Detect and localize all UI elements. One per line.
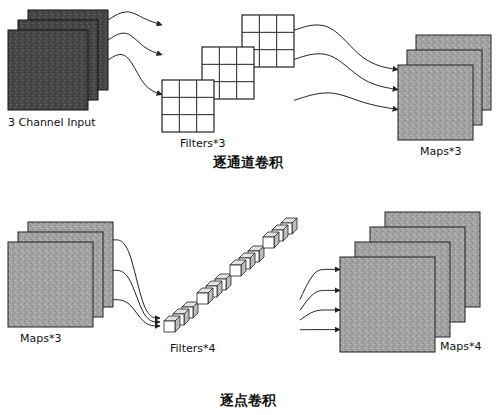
data-flow-arrow xyxy=(300,269,340,299)
data-flow-arrow xyxy=(113,270,160,322)
data-flow-arrow xyxy=(294,93,398,110)
filter-stack: Filters*3 xyxy=(162,15,294,132)
data-flow-arrow xyxy=(300,310,340,320)
group-label: Filters*3 xyxy=(180,137,225,150)
figure-caption: 逐通道卷积 xyxy=(213,154,283,171)
group-label: Filters*4 xyxy=(170,342,215,355)
group-label: Maps*4 xyxy=(440,340,481,353)
data-flow-arrow xyxy=(108,33,162,55)
feature-map xyxy=(340,257,435,352)
filter-1x1x3 xyxy=(197,274,231,304)
filter-3x3 xyxy=(162,80,214,132)
group-label: 3 Channel Input xyxy=(8,116,96,129)
feature-map xyxy=(8,242,93,327)
node-illustration xyxy=(398,35,491,140)
input-channel xyxy=(8,30,88,110)
data-flow-arrow xyxy=(108,55,162,95)
data-flow-arrow xyxy=(294,54,398,90)
node-illustration xyxy=(8,10,108,110)
data-flow-arrow xyxy=(108,12,162,25)
input-stack: 3 Channel Input xyxy=(8,10,108,110)
node-illustration xyxy=(8,222,113,327)
feature-map xyxy=(398,65,473,140)
data-flow-arrow xyxy=(300,329,340,330)
filter-1x1x3 xyxy=(263,218,297,248)
filter-1x1x3 xyxy=(230,246,264,276)
figure-caption: 逐点卷积 xyxy=(220,392,276,409)
data-flow-arrow xyxy=(113,300,160,326)
output-maps: Maps*3 xyxy=(398,35,491,140)
pointwise-filters: Filters*4 xyxy=(160,200,300,338)
data-flow-arrow xyxy=(294,25,398,70)
node-illustration xyxy=(162,15,294,132)
group-label: Maps*3 xyxy=(420,145,461,158)
output-maps: Maps*4 xyxy=(340,212,490,352)
data-flow-arrow xyxy=(300,290,340,310)
data-flow-arrow xyxy=(113,240,160,318)
group-label: Maps*3 xyxy=(20,332,61,345)
input-maps: Maps*3 xyxy=(8,222,113,327)
node-illustration xyxy=(340,212,490,352)
node-illustration xyxy=(160,200,300,338)
filter-1x1x3 xyxy=(164,302,198,332)
